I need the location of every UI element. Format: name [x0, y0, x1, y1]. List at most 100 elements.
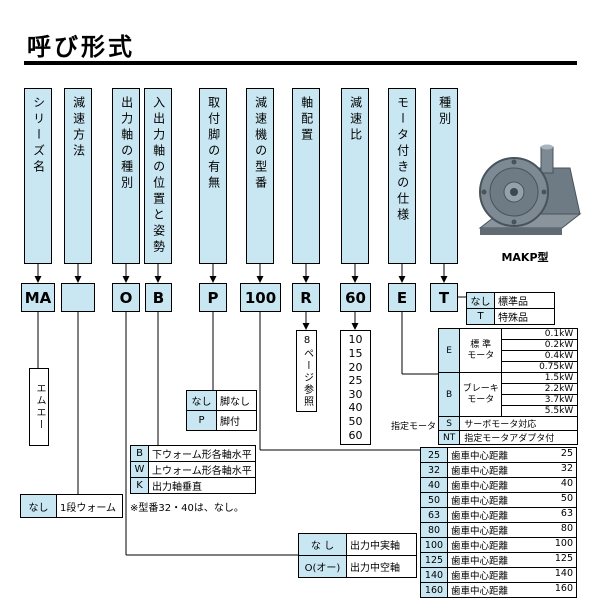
table-row: E 標 準 モータ 0.1kW — [437, 328, 579, 373]
motor-type-line: 標 準 — [470, 340, 492, 351]
header-label: モータ付きの仕様 — [395, 96, 410, 224]
key-cell: 32 — [420, 462, 448, 478]
key-cell: 80 — [420, 522, 448, 538]
key-cell: 160 — [420, 582, 448, 598]
designated-motor-annotation: 指定モータ — [390, 422, 436, 432]
value-cell: 指定モータアダプタ付 — [459, 430, 579, 445]
ratio-value: 30 — [348, 387, 363, 401]
key-cell: 100 — [420, 537, 448, 553]
header-label: シリーズ名 — [31, 96, 46, 176]
code-shaft-position: B — [145, 283, 172, 312]
value-cell: 脚なし — [216, 390, 257, 411]
ratio-value: 25 — [348, 374, 363, 388]
distance-label: 歯車中心距離 — [451, 451, 509, 462]
value-cell: サーボモータ対応 — [459, 416, 579, 431]
distance-value: 160 — [554, 583, 573, 594]
key-cell: なし — [20, 494, 57, 518]
header-shaft-arrangement: 軸配置 — [292, 88, 320, 264]
key-cell: 50 — [420, 492, 448, 508]
value-cell: 脚付 — [216, 410, 257, 431]
motor-type-cell: ブレーキ モータ — [459, 372, 503, 417]
table-row: O(オー) 出力中空軸 — [298, 555, 417, 578]
header-reduction-ratio: 減速比 — [341, 88, 369, 264]
key-cell: NT — [437, 430, 461, 445]
motor-type-line: モータ — [467, 394, 495, 405]
header-model-number: 減速機の型番 — [246, 88, 274, 264]
code-series-name: MA — [21, 283, 55, 312]
key-cell: 40 — [420, 477, 448, 493]
motor-type-cell: 標 準 モータ — [459, 328, 503, 373]
code-mounting-leg: P — [199, 283, 227, 312]
value-cell: 特殊品 — [494, 308, 555, 325]
key-cell: P — [186, 410, 217, 431]
distance-value: 100 — [554, 538, 573, 549]
distance-label: 歯車中心距離 — [451, 496, 509, 507]
ratio-value: 10 — [348, 333, 363, 347]
key-cell: S — [437, 416, 461, 431]
header-reduction-method: 減速方法 — [64, 88, 92, 264]
kw-cell: 0.2kW — [501, 339, 579, 351]
distance-value: 125 — [554, 553, 573, 564]
motor-spec-table: E 標 準 モータ 0.1kW 0.2kW 0.4kW 0.75kW B ブレー… — [437, 328, 579, 445]
value-cell: 歯車中心距離 160 — [447, 582, 577, 598]
key-cell: なし — [186, 390, 217, 411]
value-cell: 歯車中心距離 50 — [447, 492, 577, 508]
series-name-box: エムエー — [29, 368, 49, 446]
table-row: K 出力軸垂直 — [130, 477, 256, 494]
code-model-number: 100 — [240, 283, 281, 312]
key-cell: 125 — [420, 552, 448, 568]
header-output-shaft-type: 出力軸の種別 — [112, 88, 140, 264]
page-reference-box: 8ページ参照 — [296, 330, 317, 412]
header-series-name: シリーズ名 — [24, 88, 52, 264]
header-shaft-position: 入出力軸の位置と姿勢 — [144, 88, 172, 264]
distance-label: 歯車中心距離 — [451, 586, 509, 597]
table-row: なし 標準品 — [466, 292, 555, 309]
table-row: なし 1段ウォーム — [20, 494, 123, 518]
distance-label: 歯車中心距離 — [451, 466, 509, 477]
distance-value: 40 — [560, 478, 573, 489]
value-cell: 出力軸垂直 — [148, 477, 256, 494]
kw-cell: 0.1kW — [501, 328, 579, 340]
header-type: 種別 — [430, 88, 458, 264]
key-cell: B — [437, 372, 461, 417]
kw-cell: 0.75kW — [501, 361, 579, 373]
worm-gear-reducer-image — [478, 144, 582, 235]
motor-type-line: ブレーキ — [462, 384, 499, 395]
page-title: 呼び形式 — [27, 33, 135, 61]
ratio-value: 15 — [348, 346, 363, 360]
distance-label: 歯車中心距離 — [451, 481, 509, 492]
code-reduction-method — [61, 283, 95, 312]
header-motor-spec: モータ付きの仕様 — [388, 88, 416, 264]
code-output-shaft-type: O — [112, 283, 140, 312]
header-mounting-leg: 取付脚の有無 — [199, 88, 227, 264]
table-row: B ブレーキ モータ 1.5kW — [437, 372, 579, 417]
distance-value: 140 — [554, 568, 573, 579]
value-cell: 下ウォーム形各軸水平 — [148, 445, 256, 462]
key-cell: W — [130, 461, 149, 478]
key-cell: E — [437, 328, 461, 373]
code-reduction-ratio: 60 — [340, 283, 371, 312]
distance-label: 歯車中心距離 — [451, 526, 509, 537]
header-label: 出力軸の種別 — [119, 96, 134, 192]
value-cell: 出力中空軸 — [346, 555, 417, 578]
table-row: P 脚付 — [186, 410, 257, 431]
kw-cell: 0.4kW — [501, 350, 579, 362]
distance-value: 50 — [560, 493, 573, 504]
code-type: T — [430, 283, 458, 312]
table-row: W 上ウォーム形各軸水平 — [130, 461, 256, 478]
value-cell: 出力中実軸 — [346, 533, 417, 556]
kw-cell: 2.2kW — [501, 383, 579, 395]
header-label: 減速方法 — [71, 96, 86, 160]
